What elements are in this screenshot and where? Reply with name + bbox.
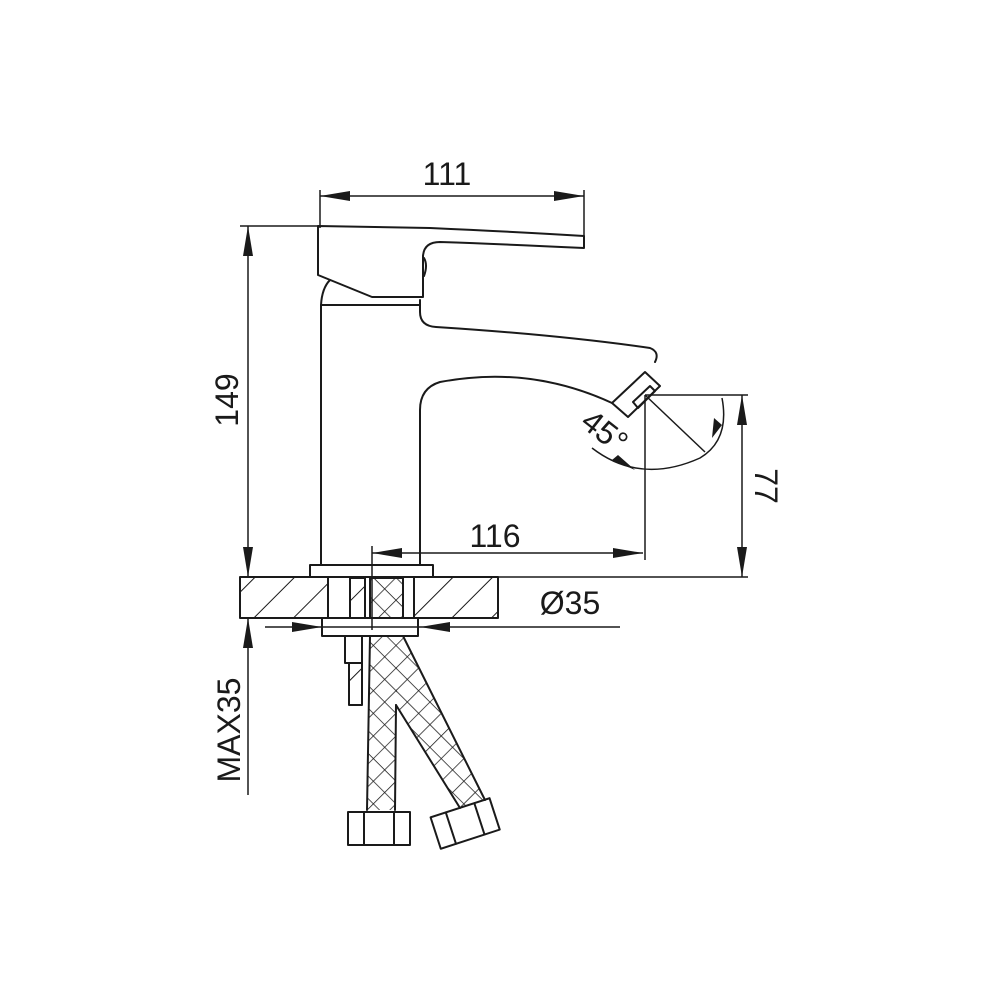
dim-label-max35: MAX35 xyxy=(211,678,247,783)
dimension-hole-35: Ø35 xyxy=(265,585,620,632)
threaded-rod xyxy=(344,635,363,706)
countertop-section xyxy=(239,576,748,619)
dim-label-111: 111 xyxy=(423,156,472,192)
dimension-angle-45: 45° xyxy=(575,394,748,560)
supply-hose-right xyxy=(395,635,501,850)
dim-label-77: 77 xyxy=(748,468,784,504)
dim-label-149: 149 xyxy=(209,373,245,426)
dimension-height-149: 149 xyxy=(209,225,320,577)
supply-hose-left xyxy=(347,635,411,846)
dim-label-45: 45° xyxy=(575,402,635,460)
faucet-handle xyxy=(317,225,585,298)
faucet-body xyxy=(320,279,661,566)
dimension-max-35: MAX35 xyxy=(211,618,253,795)
dimension-spout-height-77: 77 xyxy=(737,395,784,577)
dimension-width-111: 111 xyxy=(319,156,585,236)
dim-label-35: Ø35 xyxy=(540,585,600,621)
dimension-reach-116: 116 xyxy=(371,518,643,630)
dim-label-116: 116 xyxy=(469,518,520,554)
